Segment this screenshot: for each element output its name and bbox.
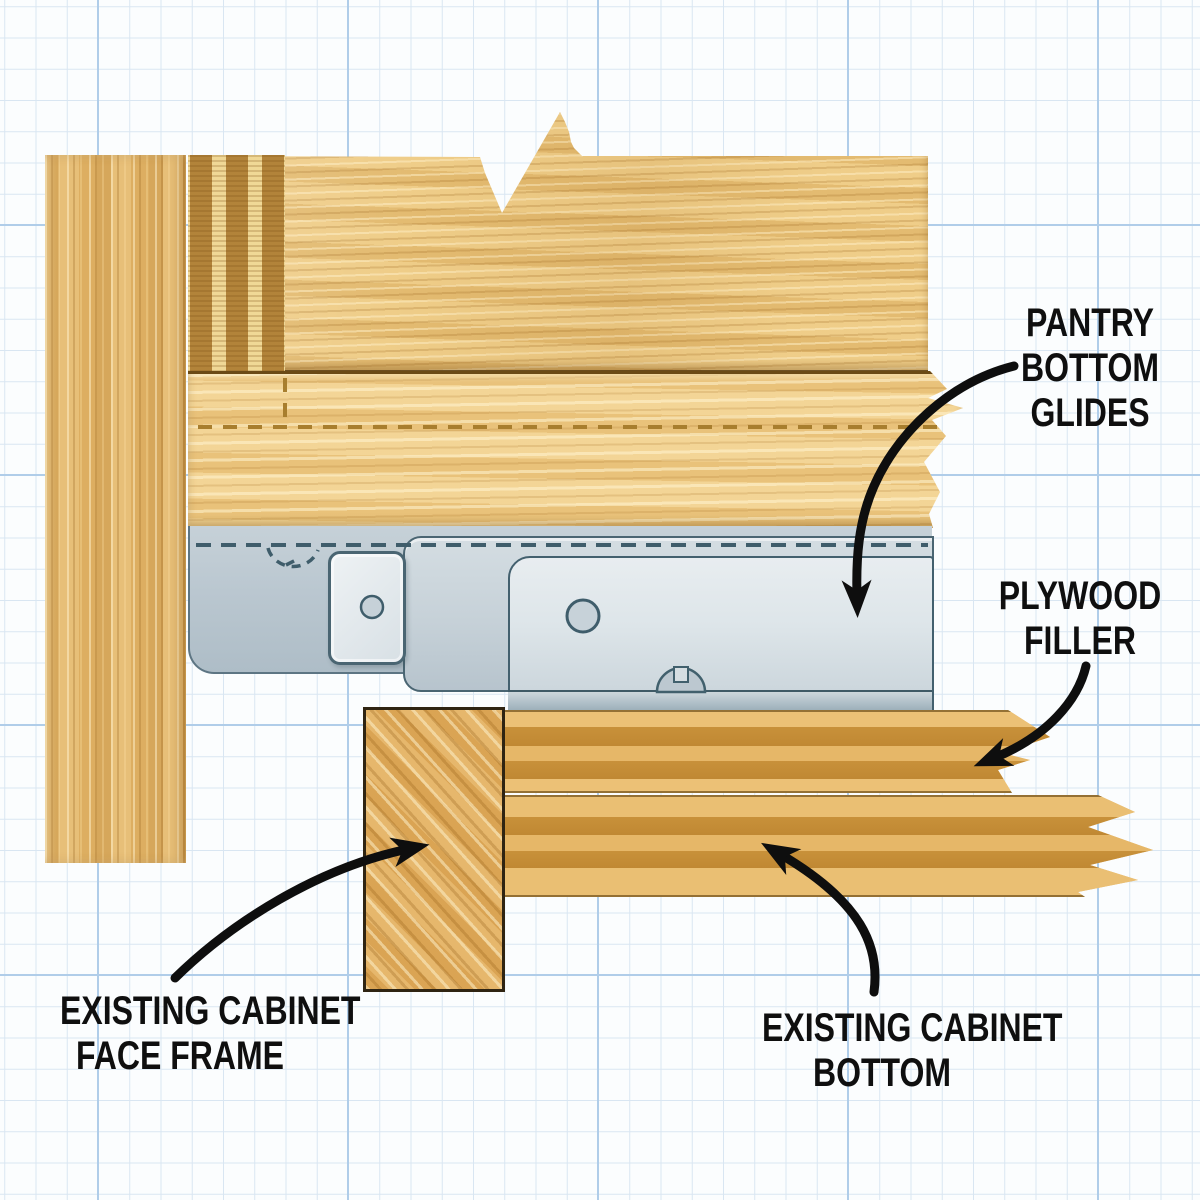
label-existing-cabinet-bottom: EXISTING CABINET BOTTOM xyxy=(762,1006,1063,1096)
label-line: FILLER xyxy=(1024,619,1136,663)
glide-front-rail xyxy=(508,556,934,712)
label-plywood-filler: PLYWOOD FILLER xyxy=(960,574,1200,664)
cabinet-side-stile xyxy=(45,155,186,863)
label-line: BOTTOM xyxy=(812,1051,952,1095)
label-line: BOTTOM xyxy=(1020,346,1160,390)
label-line: PLYWOOD xyxy=(998,574,1162,618)
label-line: FACE FRAME xyxy=(76,1034,284,1078)
label-line: PANTRY xyxy=(1026,301,1154,345)
cabinet-bottom-board xyxy=(505,795,1153,897)
label-pantry-bottom-glides: PANTRY BOTTOM GLIDES xyxy=(970,301,1200,436)
label-line: GLIDES xyxy=(1030,391,1150,435)
pantry-bottom-panel xyxy=(188,112,928,373)
plywood-filler-board xyxy=(505,710,1050,793)
plywood-edge-laminations xyxy=(188,155,285,371)
face-frame-block xyxy=(363,707,505,992)
glide-mounting-bracket xyxy=(328,551,406,665)
label-line: EXISTING CABINET xyxy=(60,989,361,1033)
label-existing-cabinet-face-frame: EXISTING CABINET FACE FRAME xyxy=(60,989,361,1079)
label-line: EXISTING CABINET xyxy=(762,1006,1063,1050)
pantry-bottom-rail xyxy=(188,371,963,528)
glide-bottom-strip xyxy=(508,690,932,712)
